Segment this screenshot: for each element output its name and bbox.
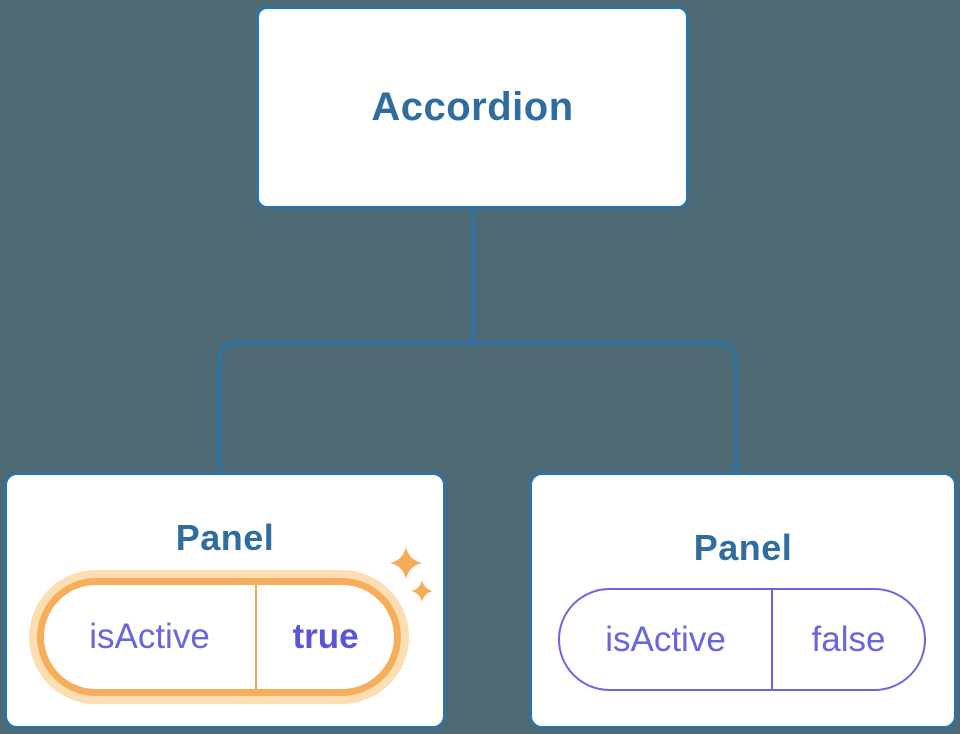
prop-pill-inactive: isActive false bbox=[558, 588, 926, 691]
pill-divider bbox=[771, 590, 773, 689]
pill-divider bbox=[255, 585, 257, 689]
panel-node-active: Panel isActive true bbox=[4, 472, 446, 729]
sparkle-small-icon bbox=[411, 580, 433, 602]
prop-name-active: isActive bbox=[89, 617, 210, 656]
panel-node-inactive: Panel isActive false bbox=[529, 472, 957, 729]
prop-pill-active: isActive true bbox=[37, 578, 401, 696]
accordion-root-label: Accordion bbox=[371, 85, 574, 129]
panel-active-title: Panel bbox=[175, 517, 275, 558]
panel-inactive-title: Panel bbox=[693, 527, 793, 568]
sparkles-icon bbox=[390, 547, 433, 602]
prop-name-inactive: isActive bbox=[605, 619, 726, 659]
prop-value-active: true bbox=[292, 617, 359, 656]
accordion-root-node: Accordion bbox=[256, 6, 689, 209]
prop-value-inactive: false bbox=[811, 619, 886, 659]
sparkle-large-icon bbox=[390, 547, 422, 579]
